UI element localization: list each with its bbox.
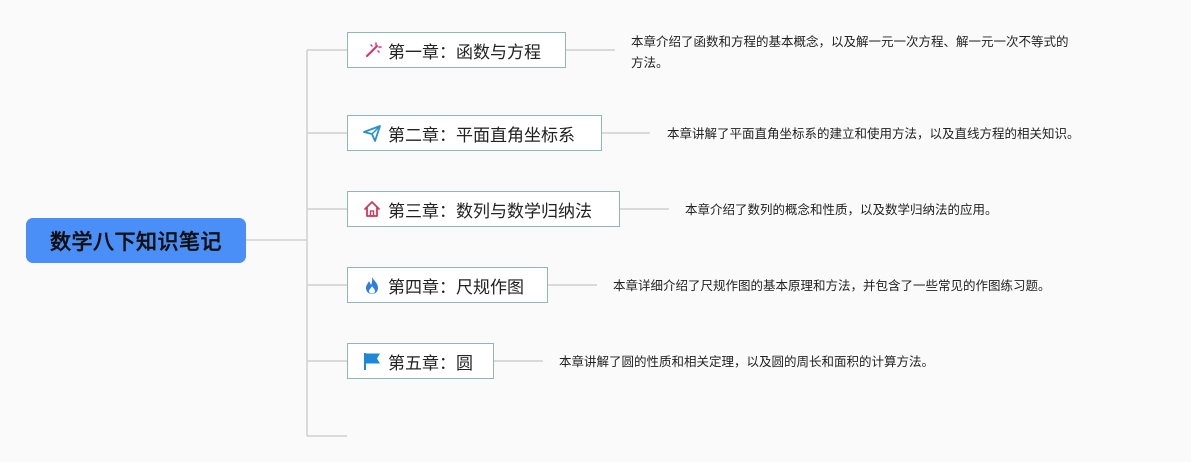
magic-wand-icon: [362, 40, 382, 60]
note-line: 本章介绍了函数和方程的基本概念，以及解一元一次方程、解一元一次不等式的: [631, 34, 1069, 49]
chapter-note-5: 本章讲解了圆的性质和相关定理，以及圆的周长和面积的计算方法。: [559, 351, 934, 372]
chapter-node-2[interactable]: 第二章：平面直角坐标系: [347, 115, 602, 151]
chapter-node-1[interactable]: 第一章：函数与方程: [347, 32, 566, 68]
root-topic[interactable]: 数学八下知识笔记: [26, 218, 246, 263]
flame-icon: [362, 275, 382, 295]
chapter-node-4[interactable]: 第四章：尺规作图: [347, 267, 548, 303]
chapter-note-3: 本章介绍了数列的概念和性质，以及数学归纳法的应用。: [685, 199, 998, 220]
chapter-node-3[interactable]: 第三章：数列与数学归纳法: [347, 191, 620, 227]
paper-plane-icon: [362, 123, 382, 143]
note-line: 本章讲解了圆的性质和相关定理，以及圆的周长和面积的计算方法。: [559, 354, 935, 369]
chapter-title-2: 第二章：平面直角坐标系: [388, 125, 575, 146]
root-topic-label: 数学八下知识笔记: [50, 229, 222, 254]
note-line: 本章讲解了平面直角坐标系的建立和使用方法，以及直线方程的相关知识。: [667, 126, 1080, 141]
chapter-title-4: 第四章：尺规作图: [388, 277, 524, 298]
chapter-note-1: 本章介绍了函数和方程的基本概念，以及解一元一次方程、解一元一次不等式的 方法。: [631, 31, 1069, 73]
chapter-node-5[interactable]: 第五章：圆: [347, 343, 494, 379]
home-icon: [362, 199, 382, 219]
flag-icon: [362, 351, 382, 371]
chapter-note-2: 本章讲解了平面直角坐标系的建立和使用方法，以及直线方程的相关知识。: [667, 123, 1080, 144]
note-line: 本章详细介绍了尺规作图的基本原理和方法，并包含了一些常见的作图练习题。: [613, 278, 1051, 293]
chapter-note-4: 本章详细介绍了尺规作图的基本原理和方法，并包含了一些常见的作图练习题。: [613, 275, 1051, 296]
chapter-title-1: 第一章：函数与方程: [388, 42, 541, 63]
chapter-title-3: 第三章：数列与数学归纳法: [388, 201, 592, 222]
chapter-title-5: 第五章：圆: [388, 353, 473, 374]
note-line: 本章介绍了数列的概念和性质，以及数学归纳法的应用。: [685, 202, 998, 217]
note-line: 方法。: [631, 55, 669, 70]
